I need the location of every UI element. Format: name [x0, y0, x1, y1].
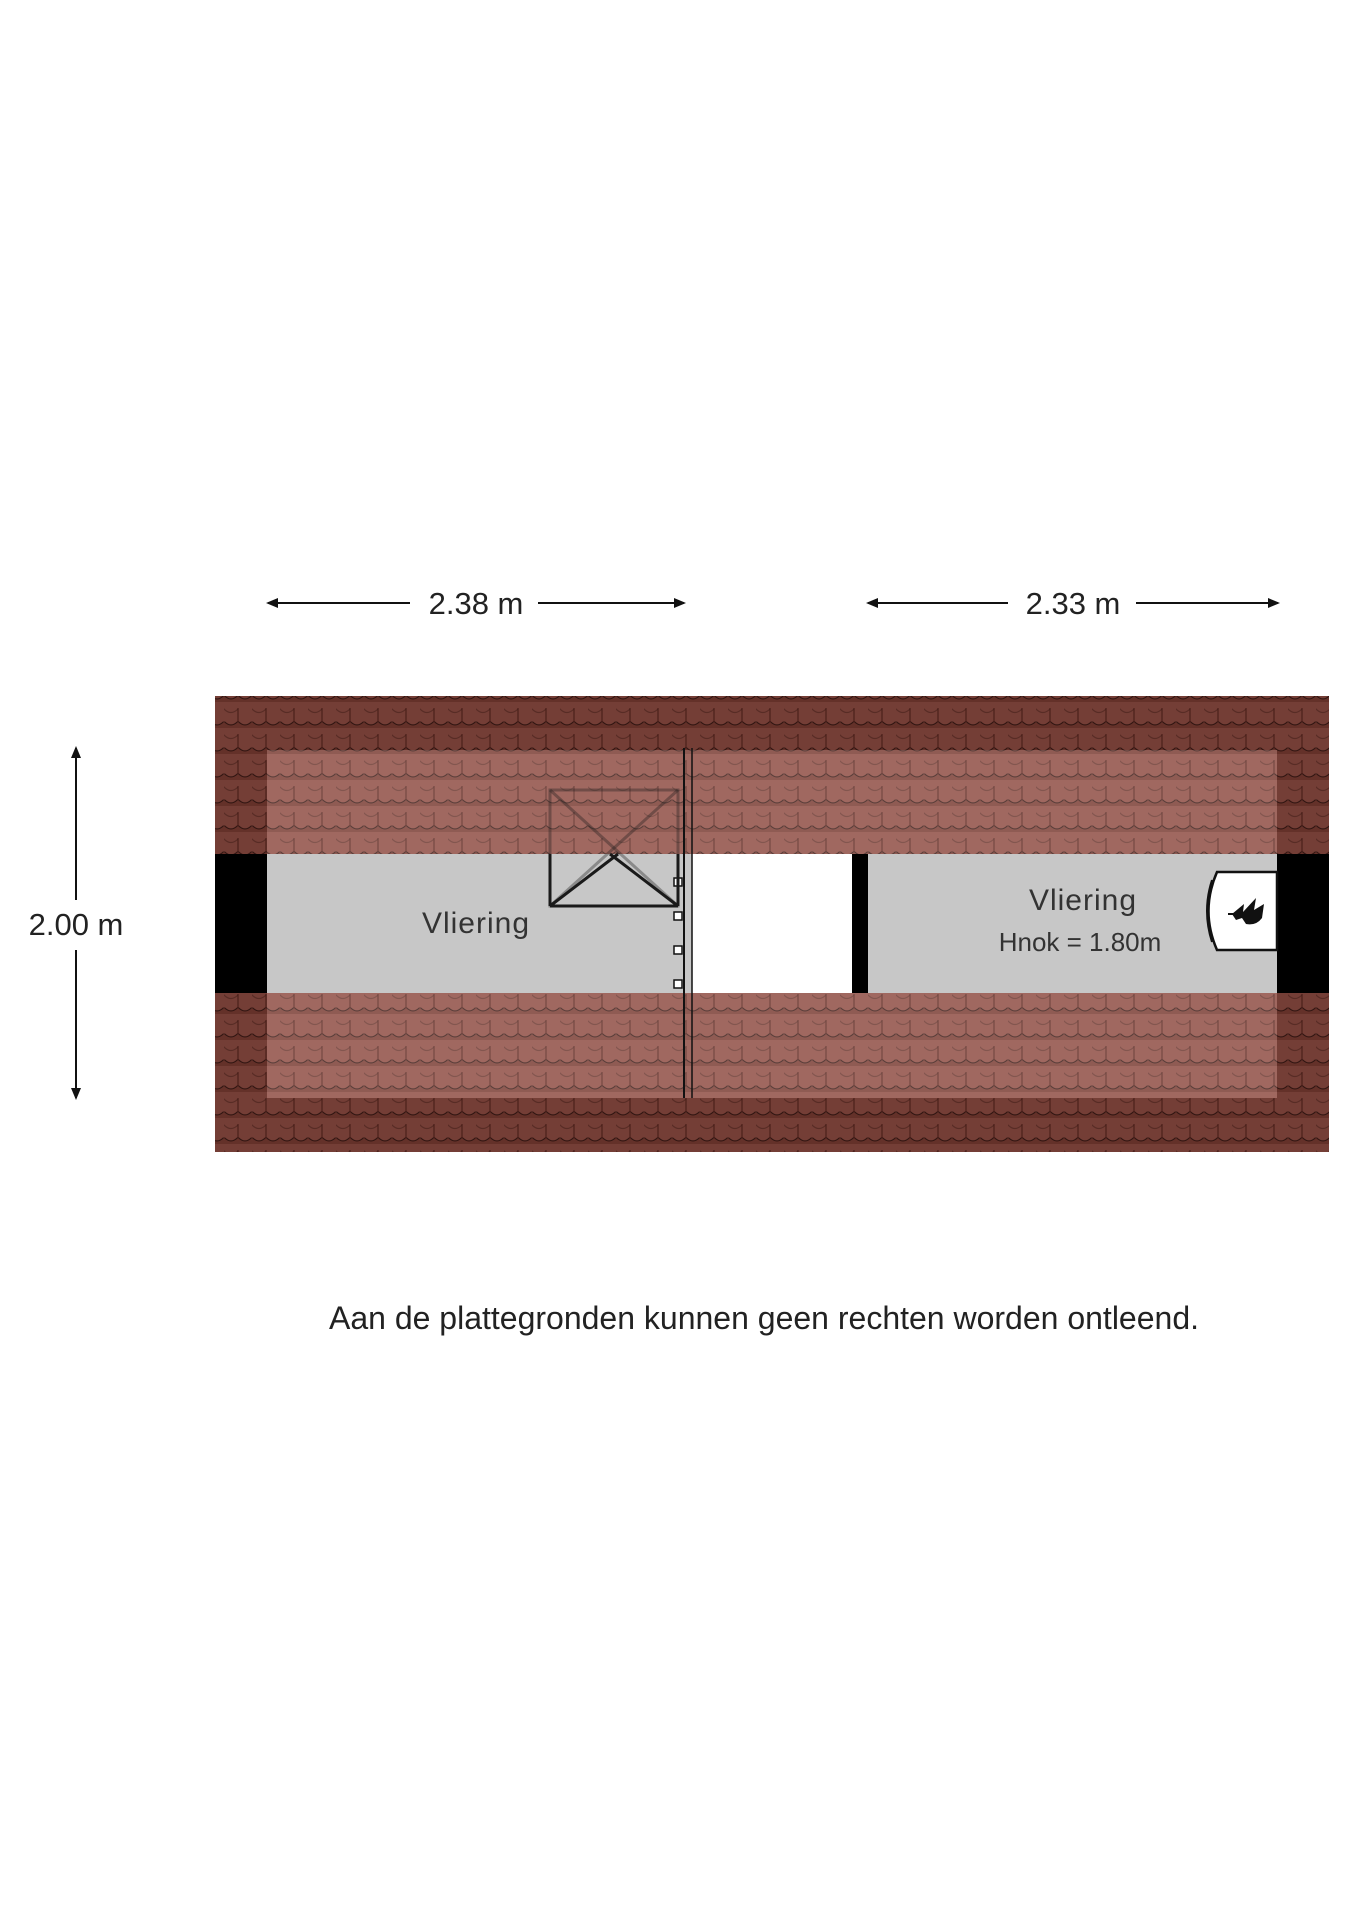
dimension-right-width: 2.33 m [866, 586, 1280, 621]
room-label-right: Vliering [1029, 884, 1137, 917]
room-label-left: Vliering [422, 907, 530, 940]
roof-hatch-icon [548, 788, 680, 908]
dimension-left-width: 2.38 m [266, 586, 686, 621]
dimension-depth: 2.00 m [29, 746, 124, 1100]
floor-area [215, 854, 1329, 993]
boiler-flame-icon [1206, 870, 1279, 952]
dimension-right-width-label: 2.33 m [1026, 586, 1121, 621]
stair-opening [692, 854, 852, 993]
room-ridge-height: Hnok = 1.80m [999, 927, 1162, 957]
dimension-left-width-label: 2.38 m [429, 586, 524, 621]
walls [215, 748, 1329, 1098]
dimension-depth-label: 2.00 m [29, 907, 124, 942]
disclaimer-text: Aan de plattegronden kunnen geen rechten… [328, 1300, 1199, 1336]
